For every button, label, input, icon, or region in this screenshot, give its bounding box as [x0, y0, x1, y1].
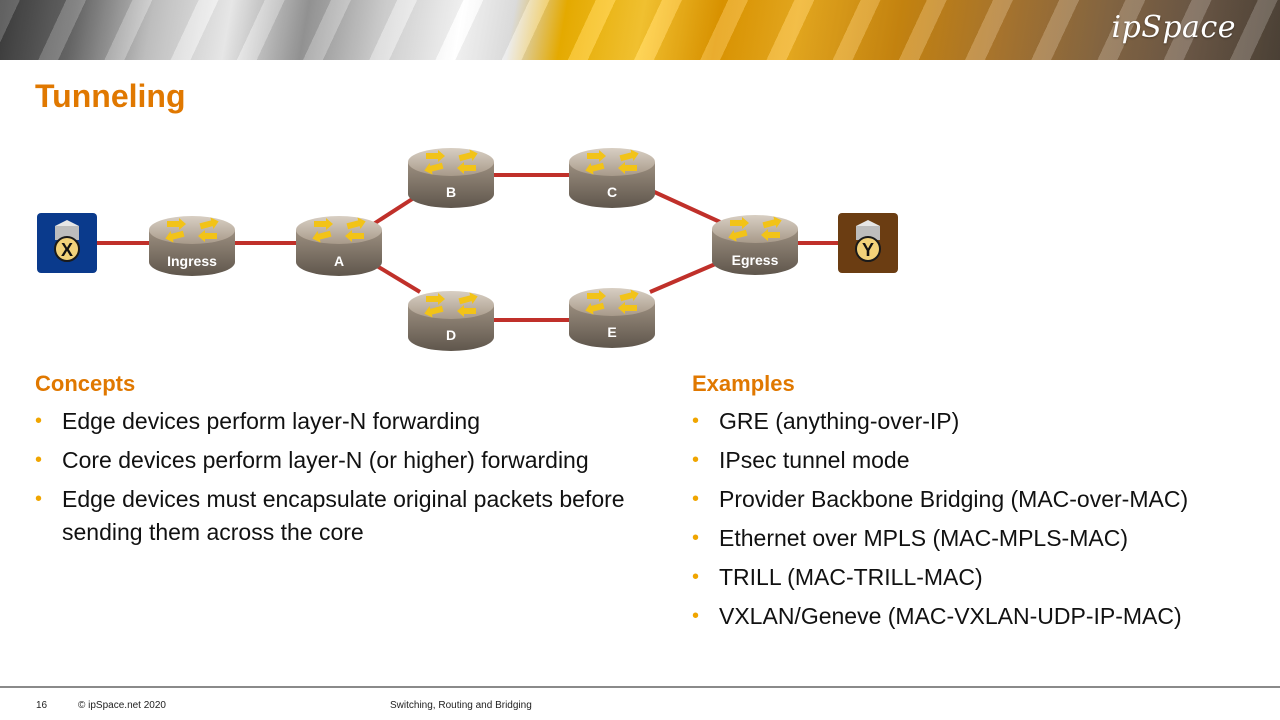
concepts-item: Edge devices must encapsulate original p… — [35, 483, 655, 549]
links — [96, 173, 840, 322]
brand-logo: ipSpace — [1111, 10, 1236, 45]
link-a-d — [370, 261, 422, 294]
router-ingress: Ingress — [149, 215, 235, 276]
slide-title: Tunneling — [35, 78, 186, 114]
examples-item: Ethernet over MPLS (MAC-MPLS-MAC) — [692, 522, 1252, 555]
network-diagram: X Y Ingress A B C D E Egress — [36, 147, 899, 351]
router-c: C — [569, 147, 655, 208]
examples-item: VXLAN/Geneve (MAC-VXLAN-UDP-IP-MAC) — [692, 600, 1252, 633]
router-d: D — [408, 290, 494, 351]
router-c-label: C — [607, 184, 617, 200]
page-number: 16 — [36, 700, 48, 711]
footer-copyright: © ipSpace.net 2020 — [78, 700, 166, 711]
router-egress: Egress — [712, 214, 798, 275]
router-d-label: D — [446, 327, 456, 343]
host-x-label: X — [61, 240, 73, 260]
link-e-egress — [649, 260, 721, 294]
host-x: X — [36, 212, 98, 274]
router-a: A — [296, 215, 382, 276]
examples-item: GRE (anything-over-IP) — [692, 405, 1252, 438]
examples-list: GRE (anything-over-IP) IPsec tunnel mode… — [692, 405, 1252, 639]
router-ingress-label: Ingress — [167, 253, 217, 269]
host-y: Y — [837, 212, 899, 274]
concepts-list: Edge devices perform layer-N forwarding … — [35, 405, 655, 555]
examples-heading: Examples — [692, 371, 795, 396]
header-banner: ipSpace — [0, 0, 1280, 60]
router-a-label: A — [334, 253, 344, 269]
link-c-egress — [649, 188, 721, 224]
router-b-label: B — [446, 184, 456, 200]
footer-course: Switching, Routing and Bridging — [390, 700, 532, 711]
router-e-label: E — [607, 324, 616, 340]
examples-item: TRILL (MAC-TRILL-MAC) — [692, 561, 1252, 594]
footer-divider — [0, 686, 1280, 688]
concepts-heading: Concepts — [35, 371, 136, 396]
host-y-label: Y — [862, 240, 874, 260]
examples-item: Provider Backbone Bridging (MAC-over-MAC… — [692, 483, 1252, 516]
concepts-item: Core devices perform layer-N (or higher)… — [35, 444, 655, 477]
concepts-item: Edge devices perform layer-N forwarding — [35, 405, 655, 438]
router-egress-label: Egress — [732, 252, 779, 268]
examples-item: IPsec tunnel mode — [692, 444, 1252, 477]
router-e: E — [569, 287, 655, 348]
router-b: B — [408, 147, 494, 208]
